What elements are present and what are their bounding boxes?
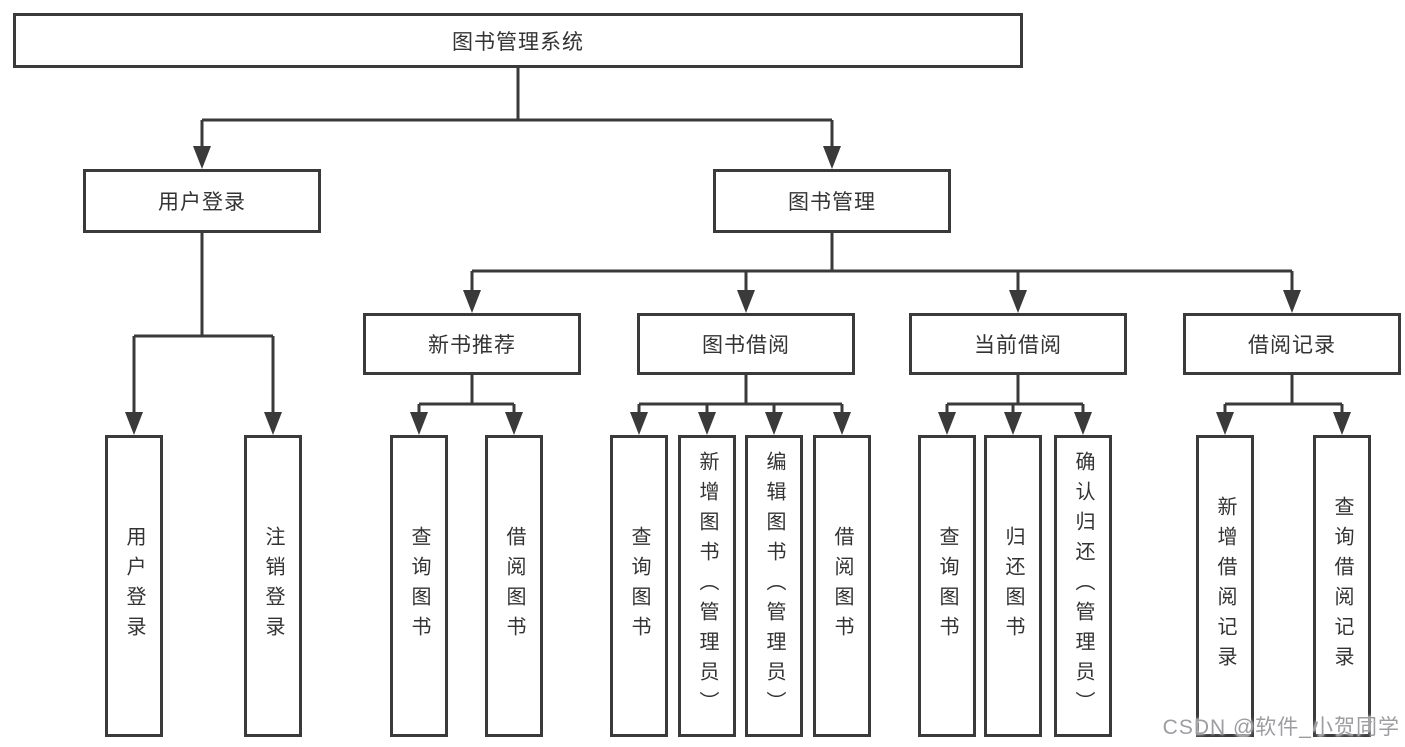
leaf-recommend-borrow-books-label: 借阅图书 (503, 526, 525, 646)
leaf-login-user-login: 用户登录 (105, 435, 163, 737)
node-new-book-recommend-label: 新书推荐 (428, 334, 516, 357)
leaf-current-confirm-return-admin-label: 确认归还（管理员） (1072, 451, 1094, 721)
leaf-recommend-borrow-books: 借阅图书 (485, 435, 543, 737)
node-user-login: 用户登录 (83, 169, 321, 233)
leaf-login-user-login-label: 用户登录 (123, 526, 145, 646)
leaf-borrow-edit-books-admin: 编辑图书（管理员） (745, 435, 803, 737)
leaf-login-logout-label: 注销登录 (262, 526, 284, 646)
leaf-records-add-borrow-record: 新增借阅记录 (1196, 435, 1254, 737)
node-book-management-label: 图书管理 (788, 191, 876, 214)
leaf-records-query-borrow-record-label: 查询借阅记录 (1331, 496, 1353, 676)
leaf-records-add-borrow-record-label: 新增借阅记录 (1214, 496, 1236, 676)
node-book-borrow: 图书借阅 (637, 313, 855, 375)
node-current-borrow: 当前借阅 (909, 313, 1127, 375)
leaf-current-query-books-label: 查询图书 (936, 526, 958, 646)
node-user-login-label: 用户登录 (158, 191, 246, 214)
node-root-label: 图书管理系统 (452, 30, 584, 54)
node-root: 图书管理系统 (13, 13, 1023, 68)
leaf-recommend-query-books: 查询图书 (390, 435, 448, 737)
leaf-current-return-books-label: 归还图书 (1002, 526, 1024, 646)
leaf-borrow-borrow-books: 借阅图书 (813, 435, 871, 737)
leaf-current-query-books: 查询图书 (918, 435, 976, 737)
leaf-current-return-books: 归还图书 (984, 435, 1042, 737)
leaf-borrow-add-books-admin: 新增图书（管理员） (678, 435, 736, 737)
leaf-current-confirm-return-admin: 确认归还（管理员） (1054, 435, 1112, 737)
node-book-management: 图书管理 (713, 169, 951, 233)
node-new-book-recommend: 新书推荐 (363, 313, 581, 375)
leaf-records-query-borrow-record: 查询借阅记录 (1313, 435, 1371, 737)
watermark: CSDN @软件_小贺同学 (1162, 716, 1400, 739)
leaf-login-logout: 注销登录 (244, 435, 302, 737)
node-borrow-records: 借阅记录 (1183, 313, 1401, 375)
node-borrow-records-label: 借阅记录 (1248, 334, 1336, 357)
leaf-borrow-edit-books-admin-label: 编辑图书（管理员） (763, 451, 785, 721)
leaf-borrow-borrow-books-label: 借阅图书 (831, 526, 853, 646)
node-book-borrow-label: 图书借阅 (702, 334, 790, 357)
node-current-borrow-label: 当前借阅 (974, 334, 1062, 357)
leaf-borrow-query-books: 查询图书 (610, 435, 668, 737)
leaf-borrow-query-books-label: 查询图书 (628, 526, 650, 646)
leaf-borrow-add-books-admin-label: 新增图书（管理员） (696, 451, 718, 721)
leaf-recommend-query-books-label: 查询图书 (408, 526, 430, 646)
